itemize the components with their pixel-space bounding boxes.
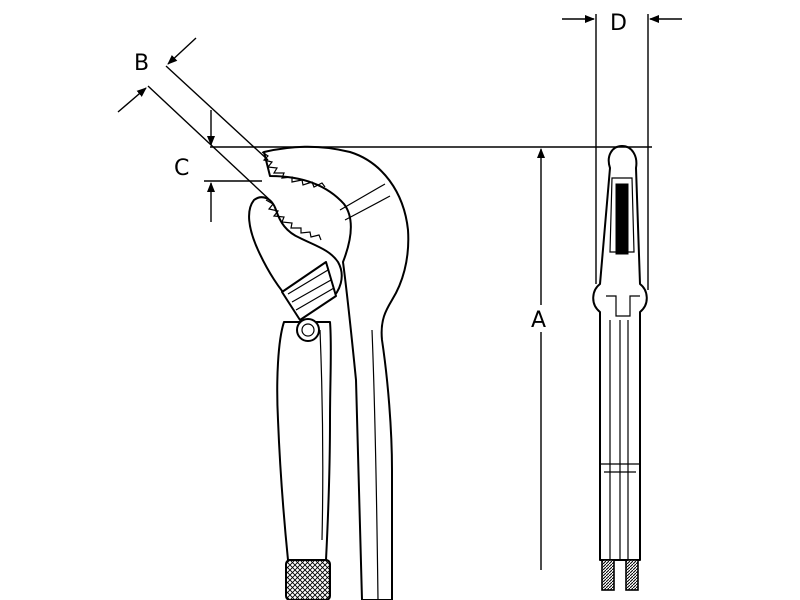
upper-jaw-teeth bbox=[261, 151, 326, 188]
pivot-bolt bbox=[296, 318, 320, 342]
label-d: D bbox=[610, 11, 627, 36]
front-view-grip-right bbox=[625, 559, 639, 591]
handle-groove bbox=[371, 329, 379, 600]
pivot-bolt-inner bbox=[301, 323, 315, 337]
knurled-grip bbox=[285, 559, 331, 600]
wrench-front-view bbox=[592, 145, 648, 591]
dimension-b-arrow-outer bbox=[167, 37, 197, 65]
short-handle-groove bbox=[319, 329, 324, 541]
dimension-b-extension-inner bbox=[147, 85, 273, 203]
dimension-lines bbox=[117, 14, 682, 570]
spring-nut bbox=[281, 261, 337, 321]
front-view-handle-lines bbox=[609, 320, 629, 560]
nut-ridges bbox=[287, 269, 335, 311]
front-view-slot bbox=[615, 183, 629, 255]
label-b: B bbox=[134, 51, 149, 76]
front-view-step bbox=[606, 295, 640, 317]
dimension-b-extension-outer bbox=[165, 65, 269, 161]
wrench-side-view bbox=[248, 145, 410, 600]
lower-jaw-teeth bbox=[265, 199, 322, 241]
dimension-labels: A B C D bbox=[134, 11, 627, 333]
head-joint-line bbox=[339, 183, 391, 221]
dimension-b-arrow-inner bbox=[117, 87, 147, 113]
label-c: C bbox=[174, 156, 189, 181]
front-view-joint bbox=[600, 463, 640, 473]
wrench-main-handle bbox=[263, 145, 410, 600]
front-view-grip-left bbox=[601, 559, 615, 591]
front-view-head-recess bbox=[609, 177, 635, 253]
label-a: A bbox=[531, 308, 546, 333]
